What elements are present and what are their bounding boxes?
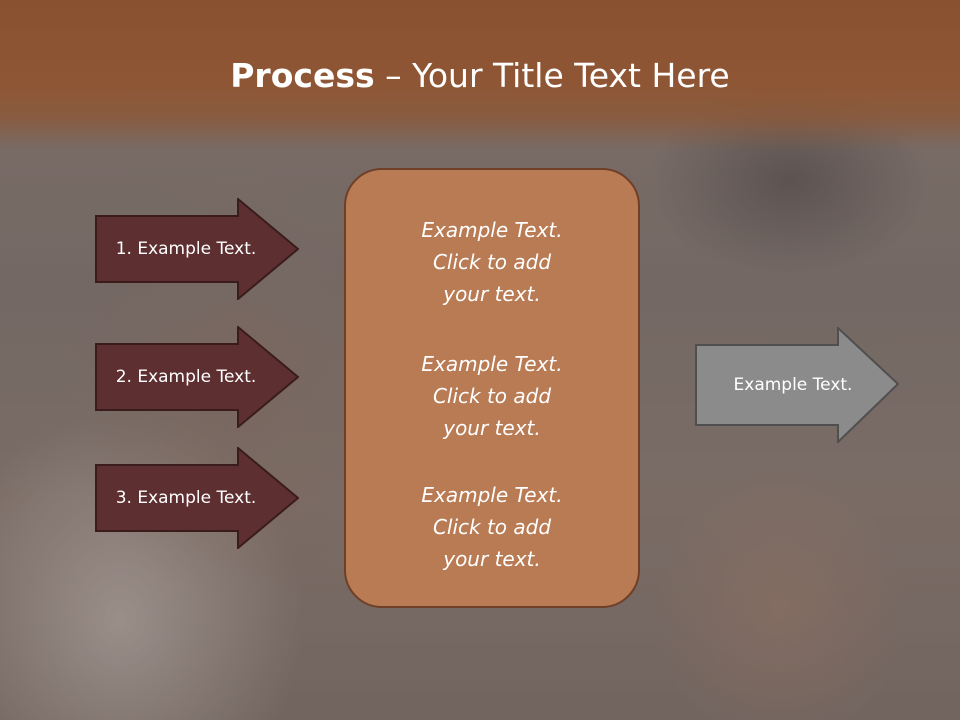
- step-label-2: 2. Example Text.: [115, 367, 257, 387]
- step-arrow-shape: [95, 326, 299, 428]
- step-arrow-3[interactable]: 3. Example Text.: [95, 447, 299, 549]
- box-line: Example Text.: [421, 483, 563, 507]
- box-line: Click to add: [432, 515, 552, 539]
- box-line: your text.: [443, 416, 541, 440]
- title-rest: – Your Title Text Here: [374, 56, 730, 95]
- step-arrow-shape: [95, 447, 299, 549]
- box-line: your text.: [443, 282, 541, 306]
- step-arrow-shape: [95, 198, 299, 300]
- title-bar: [0, 0, 960, 150]
- box-line: Example Text.: [421, 352, 563, 376]
- step-arrow-2[interactable]: 2. Example Text.: [95, 326, 299, 428]
- box-text-block-2: Example Text. Click to add your text.: [346, 348, 638, 444]
- box-text-block-1: Example Text. Click to add your text.: [346, 214, 638, 310]
- box-text-block-3: Example Text. Click to add your text.: [346, 479, 638, 575]
- box-line: Click to add: [432, 250, 552, 274]
- box-line: your text.: [443, 547, 541, 571]
- step-arrow-1[interactable]: 1. Example Text.: [95, 198, 299, 300]
- output-arrow[interactable]: Example Text.: [695, 327, 899, 443]
- box-line: Example Text.: [421, 218, 563, 242]
- step-label-3: 3. Example Text.: [115, 488, 257, 508]
- slide-title[interactable]: Process – Your Title Text Here: [0, 52, 960, 100]
- center-text-box[interactable]: Example Text. Click to add your text. Ex…: [344, 168, 640, 608]
- output-arrow-shape: [695, 327, 899, 443]
- title-strong: Process: [230, 56, 375, 95]
- step-label-1: 1. Example Text.: [115, 239, 257, 259]
- output-label: Example Text.: [733, 375, 853, 395]
- box-line: Click to add: [432, 384, 552, 408]
